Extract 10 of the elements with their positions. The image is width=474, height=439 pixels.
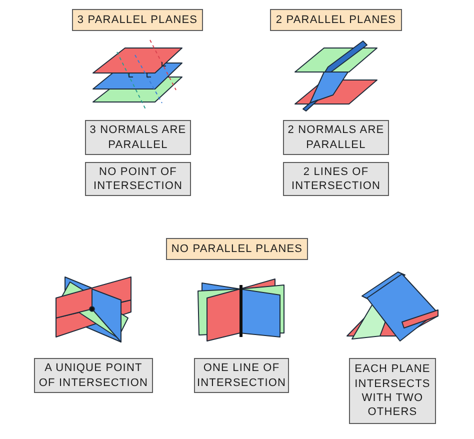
section-heading: 2 PARALLEL PLANES	[270, 9, 402, 31]
section-heading: 3 PARALLEL PLANES	[72, 9, 203, 31]
property-panel: ONE LINE OF INTERSECTION	[194, 358, 289, 393]
property-panel: EACH PLANE INTERSECTS WITH TWO OTHERS	[349, 358, 436, 424]
property-panel: NO POINT OF INTERSECTION	[85, 162, 191, 196]
property-panel: 2 LINES OF INTERSECTION	[283, 162, 389, 196]
section-heading: NO PARALLEL PLANES	[166, 238, 308, 260]
property-panel: 2 NORMALS ARE PARALLEL	[283, 120, 389, 155]
property-panel: 3 NORMALS ARE PARALLEL	[85, 120, 191, 155]
property-panel: A UNIQUE POINT OF INTERSECTION	[34, 358, 153, 393]
